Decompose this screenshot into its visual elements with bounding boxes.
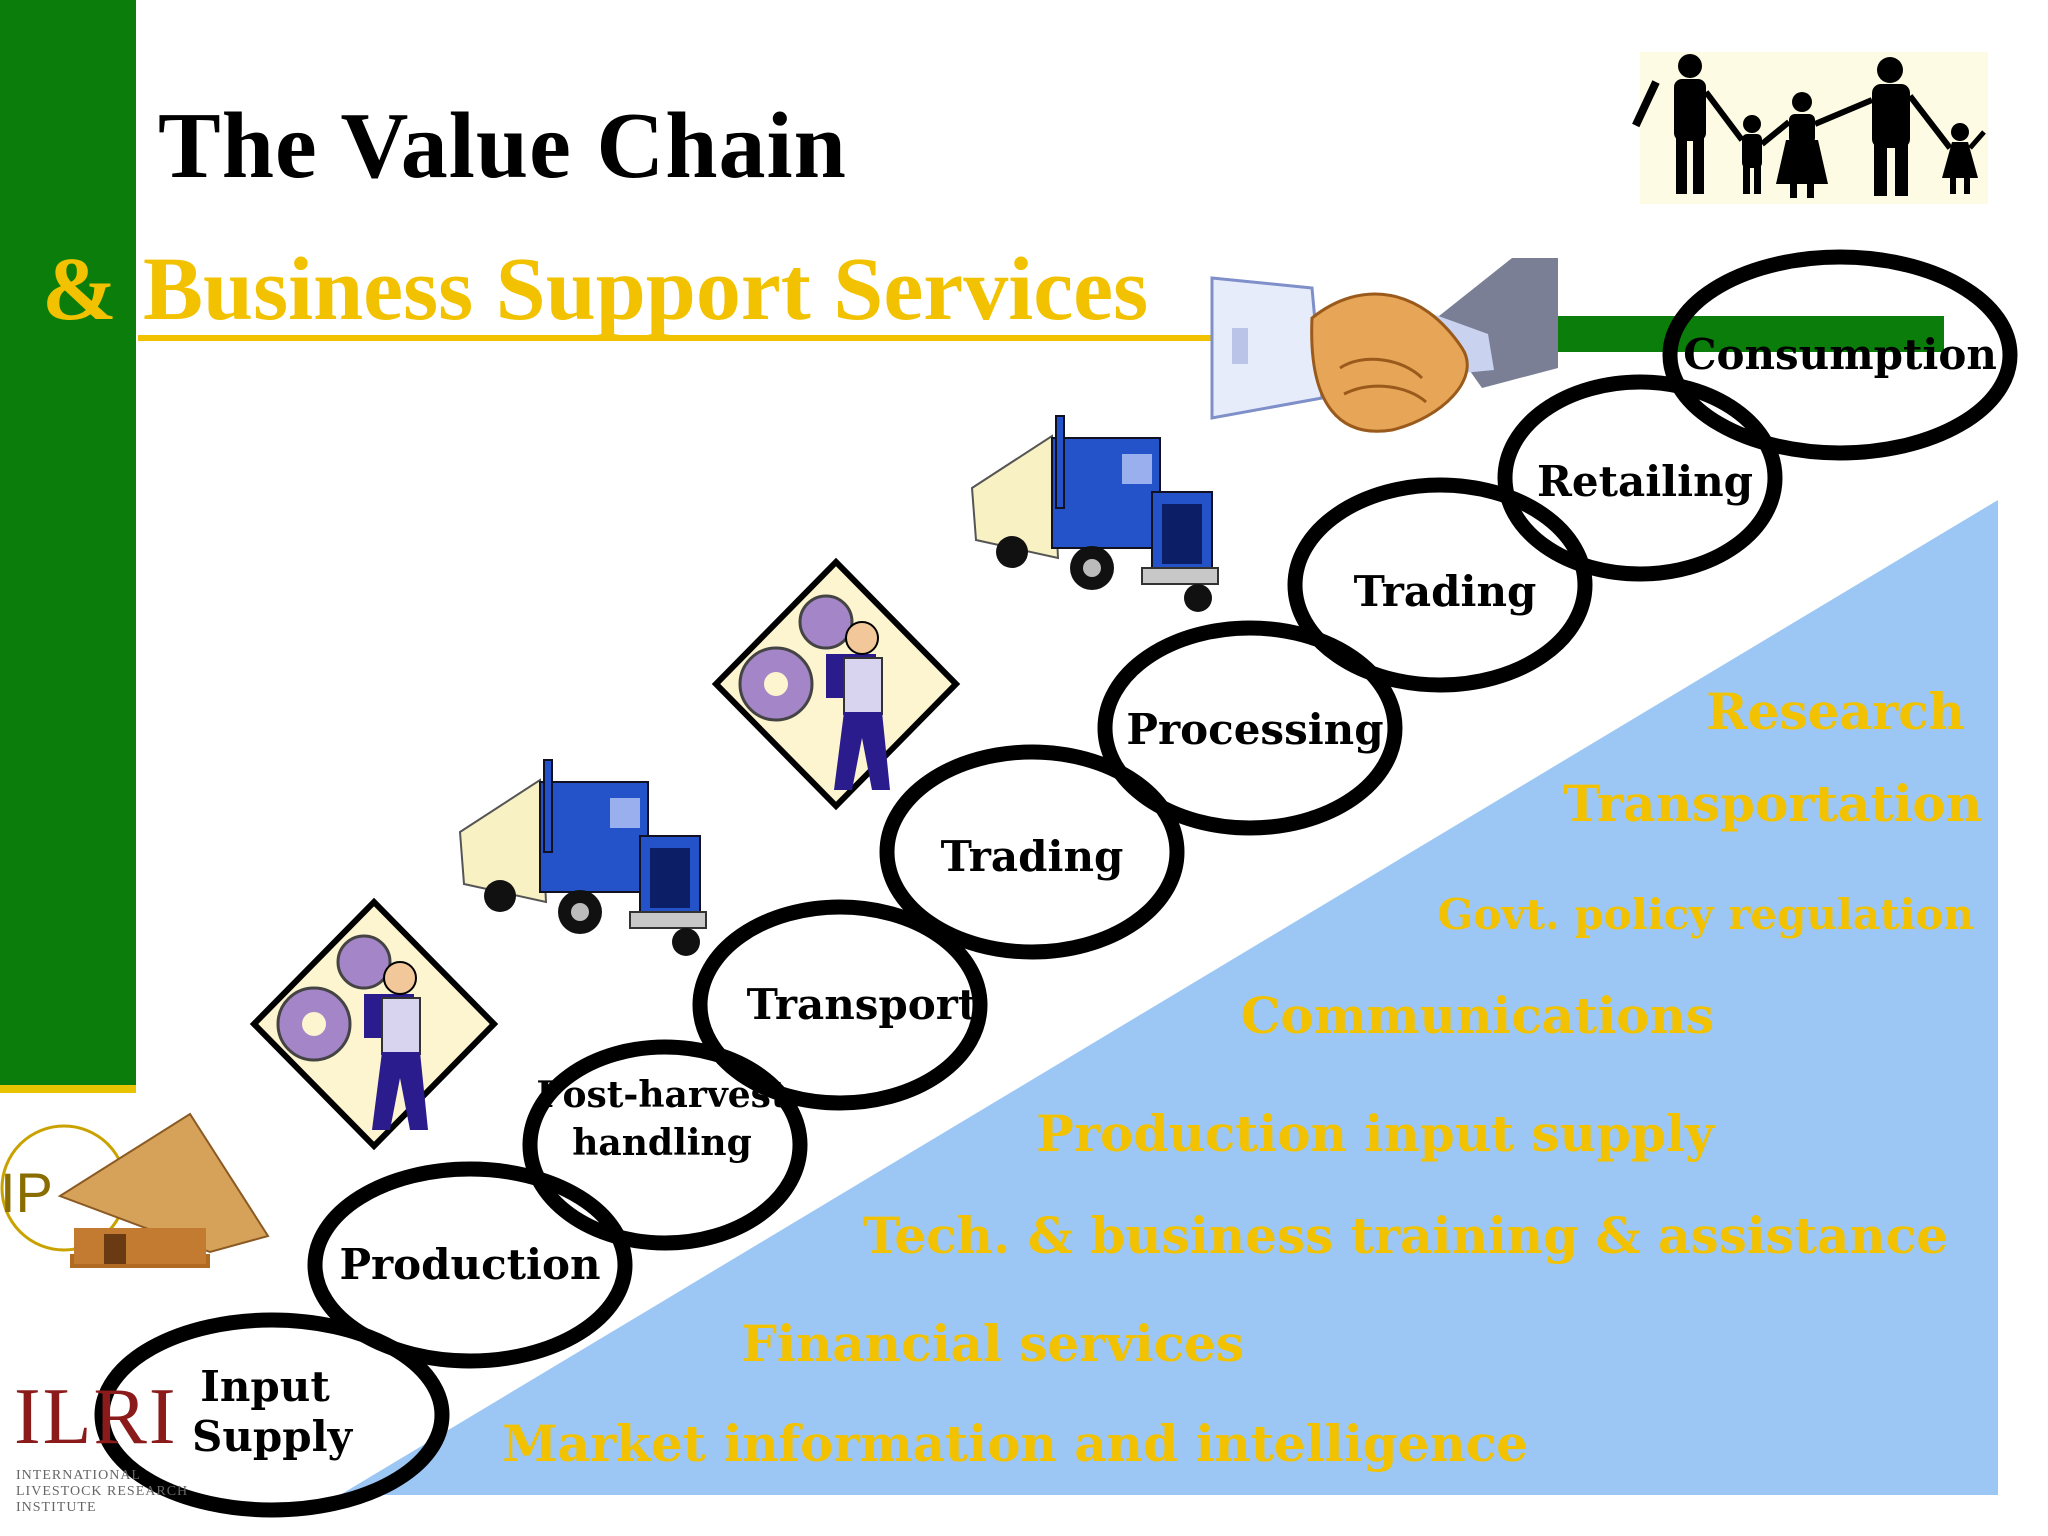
left-bar-gold-edge [0, 1085, 136, 1093]
support-services-wedge [340, 500, 1998, 1495]
hut-icon [0, 1112, 270, 1268]
ilri-sub-line: INSTITUTE [16, 1500, 97, 1515]
chain-stage-label: Trading [941, 832, 1124, 881]
subtitle-underline [138, 335, 1213, 341]
chain-stage-label: Post-harvest [536, 1074, 788, 1116]
chain-stage-label: Supply [192, 1412, 354, 1461]
slide-subtitle: &Business Support Services [42, 238, 1148, 341]
chain-stage-label: Consumption [1683, 330, 1997, 379]
chain-ring [307, 1161, 633, 1369]
subtitle-text: Business Support Services [142, 240, 1149, 339]
worker-gears-icon [249, 897, 499, 1151]
chain-stage-label: Input [200, 1362, 330, 1411]
left-green-bar [0, 0, 136, 1085]
chain-ring [1662, 249, 2018, 461]
ilri-logo: ILRI [14, 1373, 178, 1461]
chain-ring [1097, 620, 1403, 836]
chain-ring [1497, 374, 1783, 582]
subtitle-ampersand: & [42, 240, 117, 339]
support-service-label: Production input supply [1036, 1104, 1716, 1163]
ipms-logo-text: IP [0, 1161, 53, 1224]
chain-ring [692, 899, 988, 1111]
chain-stage-label: Production [339, 1240, 600, 1289]
support-service-label: Research [1706, 682, 1965, 741]
chain-stage-label: Transport [747, 980, 978, 1029]
family-icon [1632, 52, 1988, 204]
handshake-icon [1210, 258, 1558, 433]
ilri-sub-line: INTERNATIONAL [16, 1468, 141, 1483]
support-service-label: Communications [1241, 986, 1714, 1045]
chain-stage-label: handling [572, 1122, 752, 1164]
truck-icon [458, 759, 707, 956]
support-service-label: Govt. policy regulation [1437, 890, 1974, 939]
chain-ring [522, 1039, 808, 1251]
slide-title: The Value Chain [158, 94, 847, 198]
support-service-label: Market information and intelligence [502, 1414, 1528, 1473]
truck-icon [970, 415, 1219, 612]
chain-ring [94, 1312, 450, 1518]
worker-gears-icon [711, 557, 961, 811]
support-service-label: Financial services [741, 1314, 1244, 1373]
chain-ring [879, 744, 1185, 960]
support-service-label: Transportation [1563, 774, 1982, 833]
top-right-green-strip [1540, 316, 1944, 352]
chain-stage-label: Trading [1354, 567, 1537, 616]
chain-stage-label: Processing [1126, 705, 1383, 754]
chain-ring [1287, 477, 1593, 693]
support-service-label: Tech. & business training & assistance [863, 1206, 1948, 1265]
chain-stage-label: Retailing [1537, 457, 1753, 506]
ilri-sub-line: LIVESTOCK RESEARCH [16, 1484, 189, 1499]
ilri-logo-subtext: INTERNATIONAL LIVESTOCK RESEARCH INSTITU… [16, 1468, 188, 1516]
